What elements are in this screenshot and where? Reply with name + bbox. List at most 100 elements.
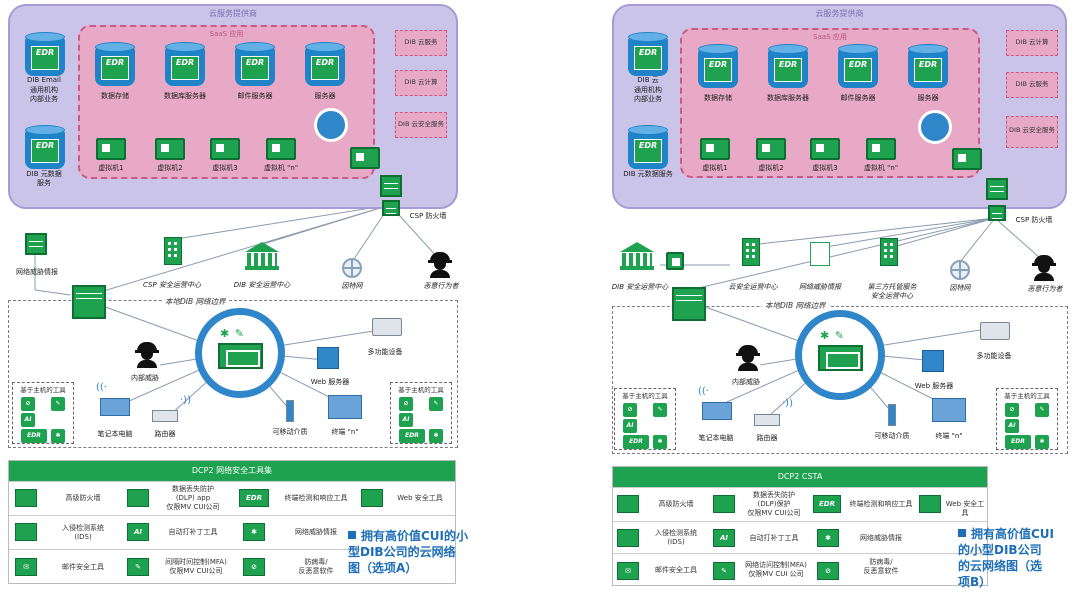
email-security-legend-icon: ✉ [15,558,37,576]
legend-b-r1c2: 数据丢失防护 (DLP)保护 仅限MV CUI公司 [747,491,801,517]
caption-bullet [348,531,356,539]
internet-globe-icon [342,258,362,278]
laptop-label-b: 笔记本电脑 [698,434,734,442]
legend-b-r3c1: 邮件安全工具 [655,566,697,574]
legend-r3c2: 间隔时间控制(MFA) 仅限MV CUI公司 [165,558,227,575]
caption-b: 拥有高价值CUI 的小型DIB公司 的云网络图（选 项B） [958,527,1055,589]
legend-r2c2: 自动打补丁工具 [168,528,218,536]
patch-legend-icon: AI [713,529,735,547]
removable-media-icon [286,400,294,422]
threat-intel-legend-icon: ✱ [243,523,265,541]
threat-intel-label-b: 网络威胁情报 [799,283,841,291]
dib-email-db: EDR [25,32,65,76]
vm-b-4 [866,138,896,160]
web-server-icon-b [922,350,944,372]
saas-title: SaaS 应用 [209,30,244,38]
boundary-label: 本地DIB 网络边界 [162,296,229,307]
laptop-icon [100,398,130,416]
saas-title: SaaS 应用 [813,33,847,41]
vm-4 [266,138,296,160]
legend-b-r2c1: 入侵检测系统 (IDS) [655,529,697,546]
legend-r2c3: 网络威胁情报 [295,528,337,536]
saas-item-3: 邮件服务器 [237,92,273,100]
insider-threat-icon [135,342,159,368]
side-service-label-b-2: DIB 云服务 [1015,80,1049,88]
mfp-label: 多功能设备 [367,348,403,356]
legend-r1c1: 高级防火墙 [65,494,101,502]
side-service-label-b-3: DIB 云安全服务 [1009,126,1055,134]
csp-soc-label: CSP 安全运营中心 [143,281,201,289]
legend-row-2: 入侵检测系统 (IDS) AI 自动打补丁工具 ✱ 网络威胁情报 [9,515,455,549]
endpoint-icon-b [932,398,966,422]
bug-icon: ✱ [1035,435,1049,449]
ai-icon: AI [1005,419,1019,433]
legend-row-b-2: 入侵检测系统 (IDS) AI 自动打补丁工具 ✱ 网络威胁情报 [613,521,987,553]
insider-threat-icon-b [736,345,760,371]
dib-soc-icon-b [620,242,654,270]
saas-item-2: 数据库服务器 [164,92,206,100]
ai-icon: AI [399,413,413,427]
dib-cloud-label: DIB 云 [637,76,659,84]
saas-item-b-2: 数据库服务器 [767,94,809,102]
key-icon: ✎ [653,403,667,417]
boundary-firewall-icon [72,285,106,319]
mfp-label-b: 多功能设备 [976,352,1012,360]
vm-label-b-2: 虚拟机2 [758,164,784,172]
legend-r1c3: 终端检测和响应工具 [284,494,348,502]
caption-a: 拥有高价值CUI的小 型DIB公司的云网络 图（选项A） [348,529,469,575]
csp-firewall-label: CSP 防火墙 [409,212,447,220]
lock-icon-b [918,110,952,144]
removable-media-label-b: 可移动介质 [874,432,910,440]
insider-threat-label: 内部威胁 [131,374,159,382]
mfp-icon [372,318,402,336]
wifi-icon-router-b: ·)) [782,398,793,409]
csp-firewall-icon-b [986,178,1008,200]
threat-intel-label: 网络威胁情报 [16,268,58,276]
dib-soc-label-b: DIB 安全运营中心 [611,283,669,291]
bug-icon: ✱ [653,435,667,449]
host-tools-left-a: 基于主机的工具 ⊘ ✎ AI EDR ✱ [12,382,74,444]
wifi-icon-laptop: ((· [96,382,107,393]
legend-table-b: DCP2 CSTA 高级防火墙 数据丢失防护 (DLP)保护 仅限MV CUI公… [612,466,988,586]
endpoint-label: 终端 "n" [331,428,359,436]
router-label-b: 路由器 [756,434,778,442]
web-server-icon [317,347,339,369]
firewall-legend-icon [15,489,37,507]
edr-icon: EDR [1005,435,1031,449]
cloud-gateway-icon-b [952,148,982,170]
dlp-flow-icon-b [666,252,684,270]
legend-b-r2c3: 网络威胁情报 [860,534,902,542]
router-icon-b [754,414,780,426]
legend-b-r2c2: 自动打补丁工具 [749,534,799,542]
antivirus-legend-icon: ⊘ [243,558,265,576]
cloud-soc-icon-b [742,238,760,266]
legend-b-r1c1: 高级防火墙 [658,500,694,508]
legend-r3c3: 防病毒/ 反恶意软件 [298,558,334,575]
local-network-boundary-b [612,306,1068,454]
legend-table-a: DCP2 网络安全工具集 高级防火墙 数据丢失防护 (DLP) app 仅限MV… [8,460,456,584]
legend-r2c1: 入侵检测系统 (IDS) [62,524,104,541]
dib-meta-db-b: EDR [628,125,668,169]
vm-3 [210,138,240,160]
saas-db-b-2: EDR [768,44,808,88]
edr-icon: EDR [399,429,425,443]
side-service-b-2 [1006,72,1058,98]
side-service-3 [395,112,447,138]
saas-db-b-1: EDR [698,44,738,88]
saas-item-b-4: 服务器 [917,94,939,102]
dib-soc-label: DIB 安全运营中心 [233,281,291,289]
edr-legend-icon: EDR [239,489,269,507]
key-icon: ✎ [51,397,65,411]
saas-db-b-3: EDR [838,44,878,88]
endpoint-icon [328,395,362,419]
ai-icon: AI [21,413,35,427]
saas-db-2: EDR [165,42,205,86]
dib-meta-label: DIB 元数据 服务 [26,170,62,187]
dib-email-label: DIB Email [27,76,61,84]
vm-b-3 [810,138,840,160]
malicious-actor-label: 恶意行为者 [423,282,459,290]
caption-bullet [958,529,966,537]
router-icon [152,410,178,422]
patch-legend-icon: AI [127,523,149,541]
